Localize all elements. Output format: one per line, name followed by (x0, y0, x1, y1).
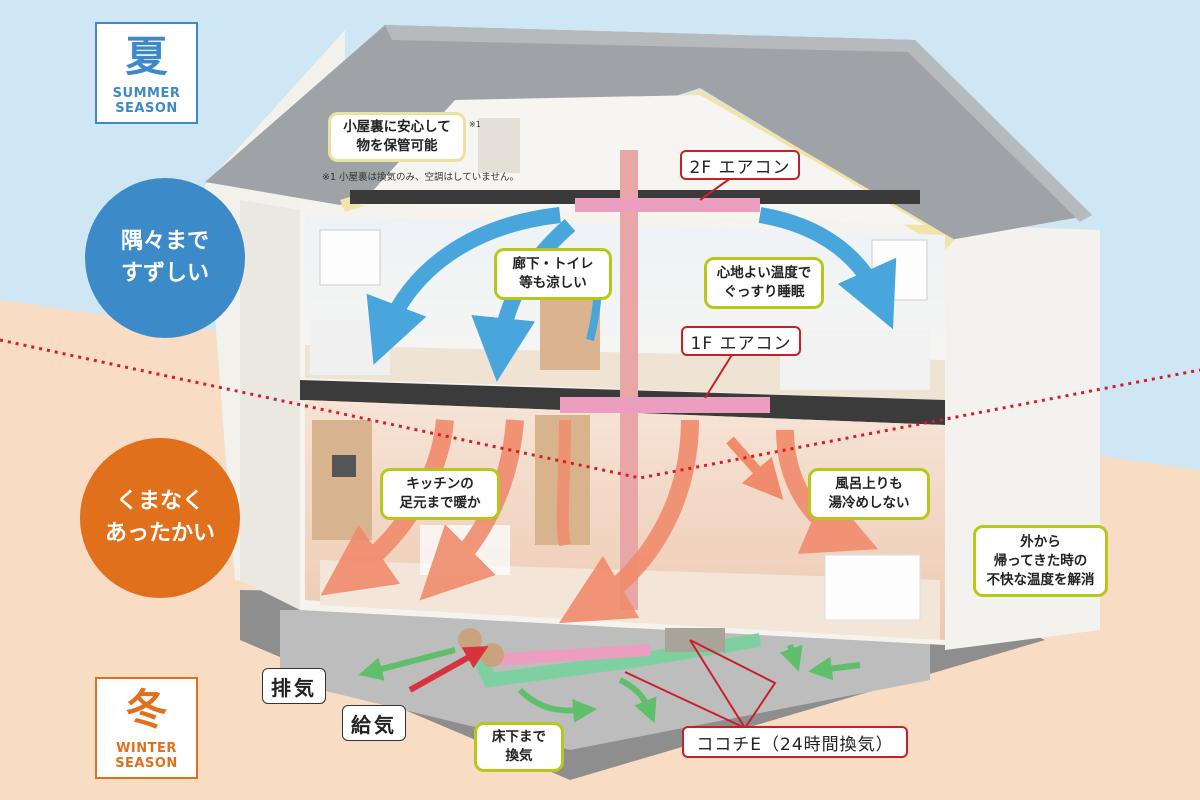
summer-label-line1: SUMMER (97, 86, 196, 101)
summer-kanji: 夏 (97, 36, 196, 78)
bath-callout: 風呂上りも 湯冷めしない (808, 468, 930, 520)
cool-circle: 隅々まで すずしい (85, 178, 245, 338)
underfloor-callout: 床下まで 換気 (474, 722, 564, 772)
winter-label-line1: WINTER (97, 741, 196, 756)
return-home-callout: 外から 帰ってきた時の 不快な温度を解消 (973, 525, 1108, 597)
exhaust-tag: 排気 (262, 668, 326, 704)
winter-label-line2: SEASON (97, 756, 196, 771)
winter-season-badge: 冬 WINTER SEASON (95, 677, 198, 779)
warm-circle: くまなく あったかい (80, 438, 240, 598)
bedroom-callout: 心地よい温度で ぐっすり睡眠 (704, 257, 824, 309)
ac-1f-tag: 1F エアコン (681, 326, 801, 356)
ac-2f-tag: 2F エアコン (680, 150, 800, 180)
attic-footnote-mark: ※1 (469, 120, 481, 129)
supply-tag: 給気 (342, 705, 406, 741)
hallway-callout: 廊下・トイレ 等も涼しい (494, 248, 612, 300)
attic-note: ※1 小屋裏は換気のみ、空調はしていません。 (322, 169, 519, 183)
attic-callout: 小屋裏に安心して 物を保管可能 (328, 112, 466, 162)
summer-season-badge: 夏 SUMMER SEASON (95, 22, 198, 124)
winter-kanji: 冬 (97, 689, 196, 731)
cocochi-tag: ココチE（24時間換気） (682, 726, 908, 758)
summer-label-line2: SEASON (97, 101, 196, 116)
kitchen-callout: キッチンの 足元まで暖か (380, 468, 500, 520)
